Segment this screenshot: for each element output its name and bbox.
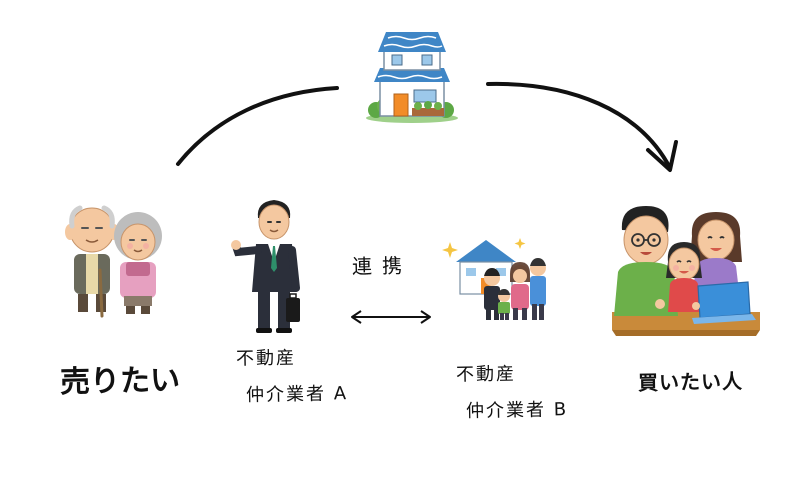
arrowhead-buyer [646,140,678,172]
agent-b-label-line2: 仲介業者 B [465,399,569,422]
agent-a-label-line2: 仲介業者 A [245,383,349,406]
elderly-couple-icon [65,205,162,318]
curve-house-to-buyer [486,81,672,170]
buyer-label: 買いたい人 [637,369,744,395]
family-computer-icon [612,206,760,336]
agent-a-label-line1: 不動産 [235,347,297,370]
double-arrow [351,310,431,324]
businessman-icon [231,200,300,333]
cooperation-label: 連携 [351,253,413,279]
curve-seller-to-house [176,86,339,166]
agent-b-label-line1: 不動産 [455,363,517,386]
real-estate-agent-family-icon [442,238,546,320]
house-icon [366,32,458,123]
seller-label: 売りたい [59,362,181,401]
